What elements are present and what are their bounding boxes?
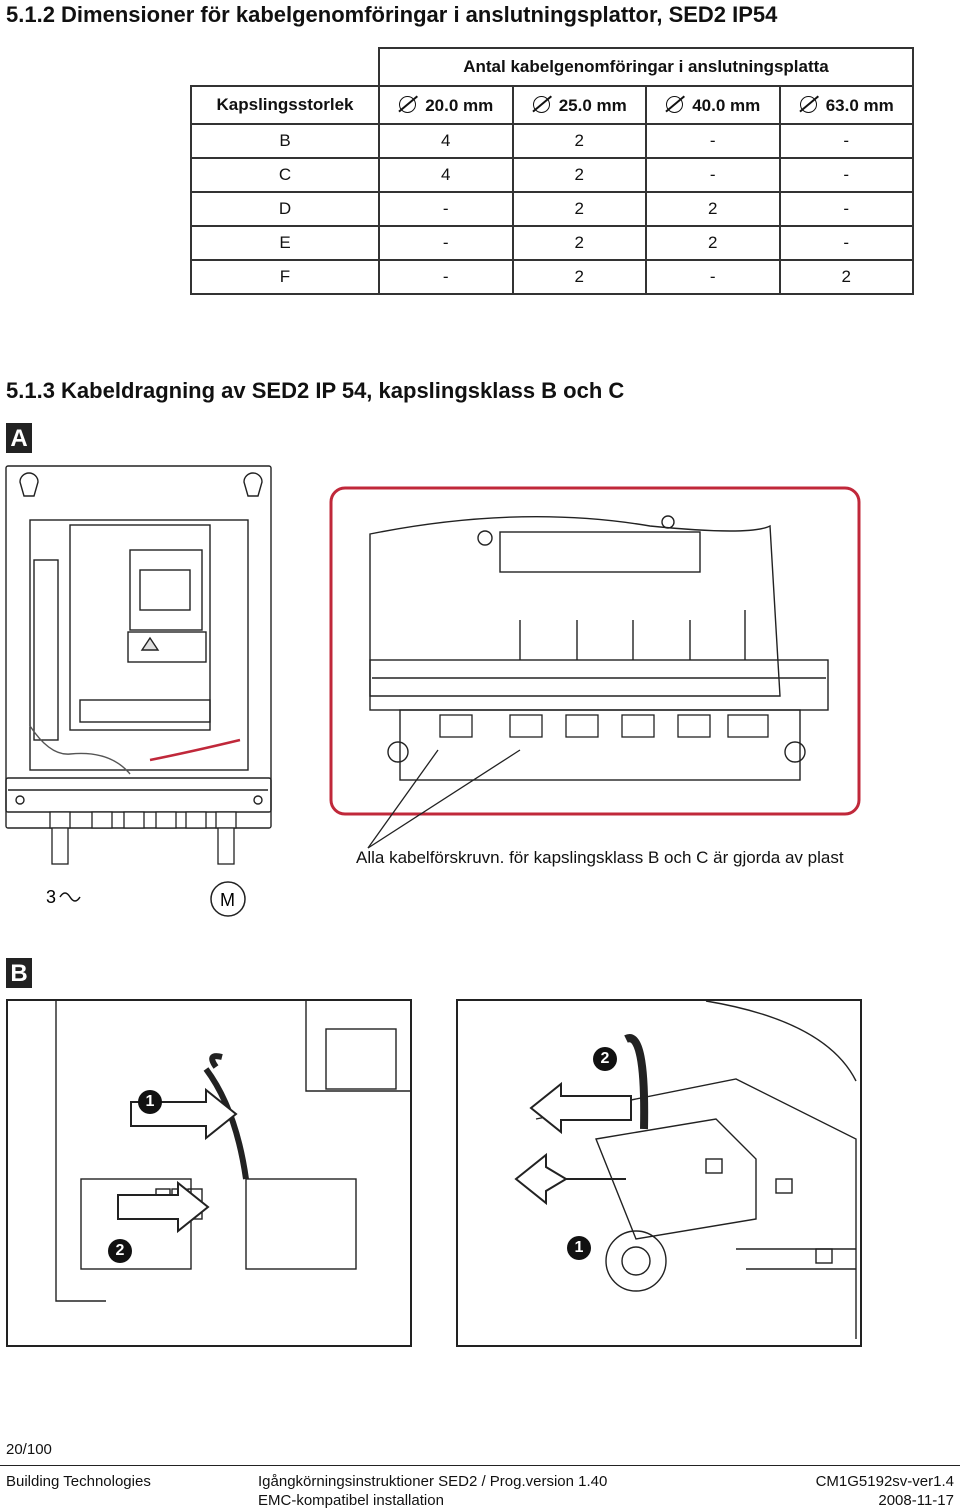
table-cell: - — [778, 157, 914, 193]
footer-date: 2008-11-17 — [878, 1492, 954, 1509]
table-cell-size: F — [190, 259, 380, 295]
table-corner — [191, 48, 380, 86]
table-cell: 2 — [511, 157, 647, 193]
supply-label: 3 — [46, 887, 56, 907]
table-cell: 2 — [511, 225, 647, 261]
figure-a-label: A — [6, 423, 32, 453]
marker-1-right: 1 — [567, 1236, 591, 1260]
figure-b-label: B — [6, 958, 32, 988]
cable-gland-table: Antal kabelgenomföringar i anslutningspl… — [190, 47, 914, 295]
table-column-header: 63.0 mm — [778, 85, 914, 125]
callout-lines — [367, 749, 521, 849]
table-column-header: 25.0 mm — [511, 85, 647, 125]
table-cell: - — [378, 191, 514, 227]
table-column-header: 40.0 mm — [645, 85, 781, 125]
diameter-icon — [532, 95, 551, 114]
table-row: D - 2 2 - — [190, 191, 914, 227]
zoom-highlight-frame — [329, 486, 861, 816]
figure-b-left-drawing — [6, 999, 412, 1347]
table-cell: 2 — [645, 225, 781, 261]
ac-symbol-icon — [59, 892, 81, 902]
table-cell: 2 — [645, 191, 781, 227]
table-cell: - — [778, 225, 914, 261]
figure-b-right-drawing — [456, 999, 862, 1347]
figure-a-caption: Alla kabelförskruvn. för kapslingsklass … — [356, 848, 844, 867]
marker-2-left: 2 — [108, 1239, 132, 1263]
table-cell: - — [645, 157, 781, 193]
diameter-icon — [665, 95, 684, 114]
cable-glands-left — [49, 811, 237, 865]
table-cell: - — [645, 259, 781, 295]
table-cell: - — [778, 191, 914, 227]
table-row: F - 2 - 2 — [190, 259, 914, 295]
table-cell: 4 — [378, 123, 514, 159]
diameter-icon — [799, 95, 818, 114]
table-column-header: 20.0 mm — [378, 85, 514, 125]
motor-icon — [210, 881, 246, 917]
footer-doc-title: Igångkörningsinstruktioner SED2 / Prog.v… — [258, 1473, 608, 1490]
section-heading-5-1-2: 5.1.2 Dimensioner för kabelgenomföringar… — [6, 2, 778, 27]
arrow-left-icon — [514, 1152, 626, 1206]
table-cell-size: C — [190, 157, 380, 193]
footer-company: Building Technologies — [6, 1473, 151, 1490]
diameter-icon — [398, 95, 417, 114]
table-cell: - — [378, 225, 514, 261]
table-row: B 4 2 - - — [190, 123, 914, 159]
page-number: 20/100 — [6, 1441, 52, 1458]
table-row: C 4 2 - - — [190, 157, 914, 193]
enclosure-drawing — [5, 465, 272, 829]
table-cell: 2 — [511, 191, 647, 227]
arrow-left-icon — [529, 1081, 632, 1135]
footer-doc-subtitle: EMC-kompatibel installation — [258, 1492, 444, 1509]
table-cell-size: D — [190, 191, 380, 227]
table-row: E - 2 2 - — [190, 225, 914, 261]
footer-divider — [0, 1465, 960, 1466]
marker-2-right: 2 — [593, 1047, 617, 1071]
marker-1-left: 1 — [138, 1090, 162, 1114]
section-heading-5-1-3: 5.1.3 Kabeldragning av SED2 IP 54, kapsl… — [6, 378, 625, 403]
table-cell: 2 — [511, 259, 647, 295]
figure-a-drawing: 3 M — [5, 465, 861, 917]
table-cell: 4 — [378, 157, 514, 193]
table-cell: 2 — [778, 259, 914, 295]
table-cell: - — [378, 259, 514, 295]
table-cell-size: E — [190, 225, 380, 261]
cable-glands-zoom — [439, 714, 769, 738]
table-cell: - — [778, 123, 914, 159]
zoom-detail-drawing — [369, 515, 829, 781]
motor-label: M — [220, 890, 235, 910]
table-row-header-label: Kapslingsstorlek — [190, 85, 380, 125]
table-cell: 2 — [511, 123, 647, 159]
table-cell-size: B — [190, 123, 380, 159]
footer-doc-id: CM1G5192sv-ver1.4 — [815, 1473, 954, 1490]
table-cell: - — [645, 123, 781, 159]
table-group-header: Antal kabelgenomföringar i anslutningspl… — [378, 47, 914, 87]
arrow-right-icon — [117, 1180, 210, 1234]
